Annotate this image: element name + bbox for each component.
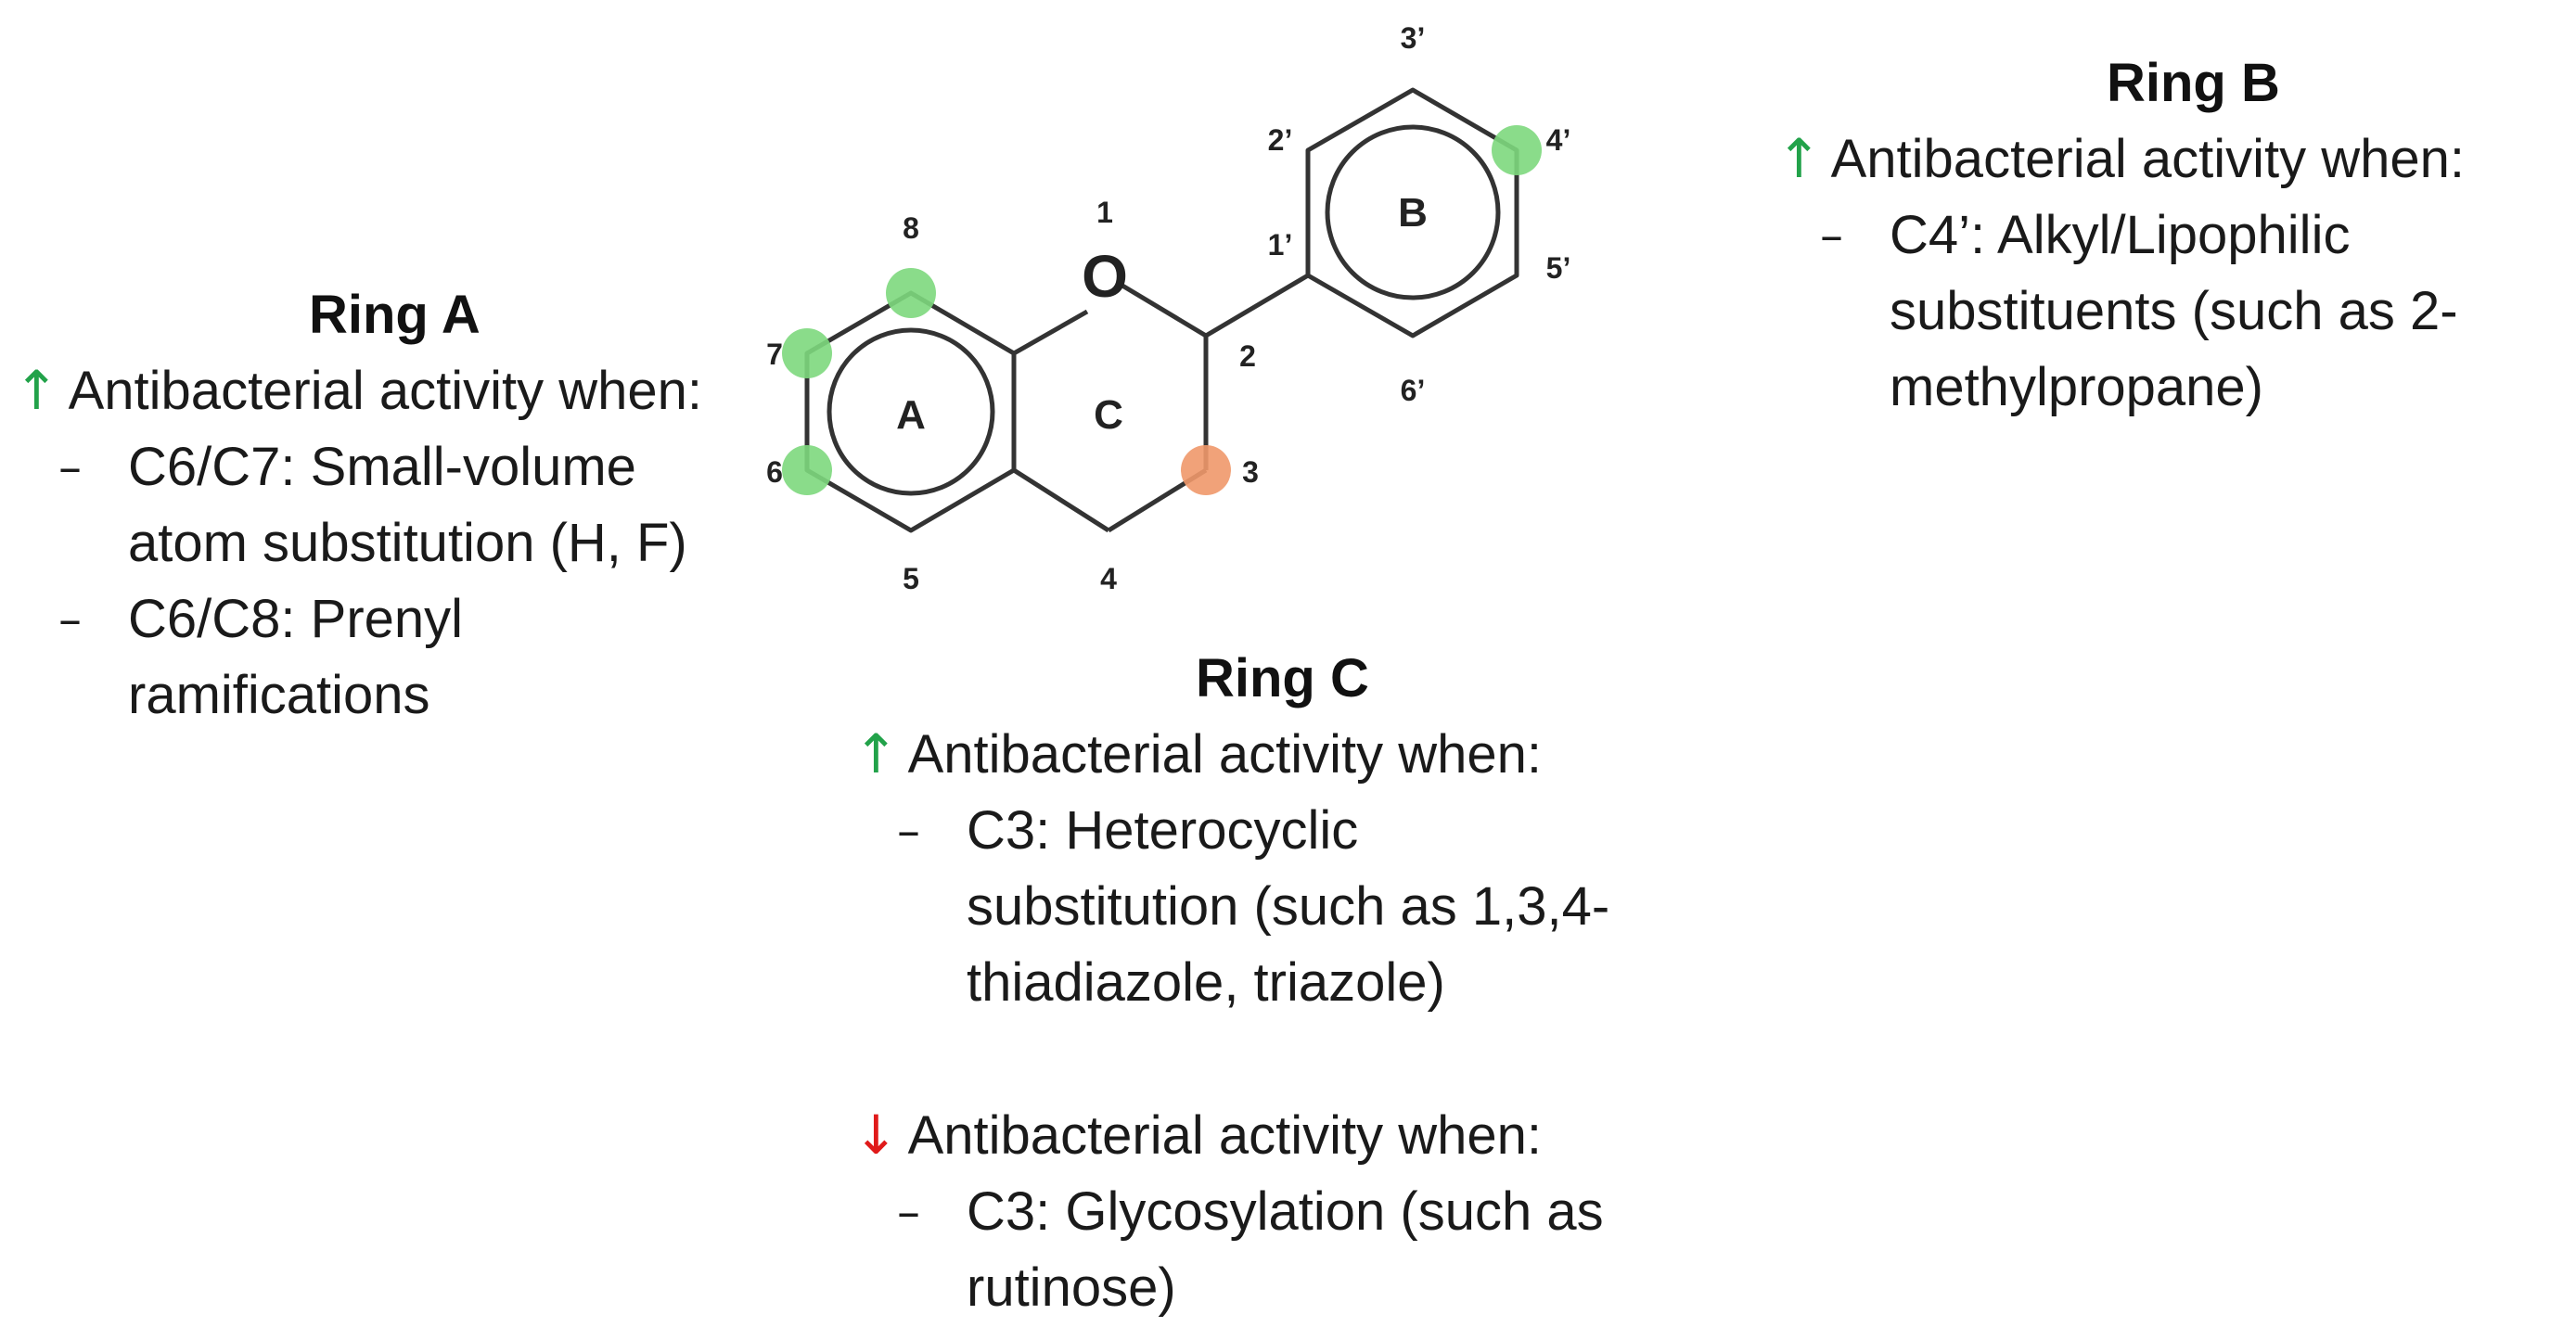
ring-c-decrease-heading: ↓Antibacterial activity when:	[853, 1097, 1609, 1174]
ring-c-increase-heading: ↑Antibacterial activity when:	[853, 716, 1609, 793]
dash-icon: –	[897, 1185, 920, 1239]
marker-c6	[782, 445, 832, 495]
atom-number-5p: 5’	[1546, 251, 1571, 285]
increase-arrow-icon: ↑	[14, 359, 59, 422]
ring-c-increase-heading-text: Antibacterial activity when:	[907, 724, 1543, 785]
ring-a-label: A	[896, 392, 926, 438]
list-item-line: rutinose)	[967, 1257, 1176, 1318]
oxygen-atom-label: O	[1082, 243, 1128, 310]
ring-a-heading-text: Antibacterial activity when:	[68, 361, 703, 421]
dash-icon: –	[1820, 209, 1843, 262]
list-item-line: C6/C8: Prenyl	[128, 589, 464, 649]
marker-c4p	[1492, 125, 1542, 175]
ring-a-heading: ↑Antibacterial activity when:	[14, 352, 702, 429]
marker-c8	[886, 268, 936, 318]
list-item: – C6/C7: Small-volume atom substitution …	[58, 429, 702, 581]
list-item-line: C6/C7: Small-volume	[128, 437, 636, 497]
bond-c2-c1p	[1204, 273, 1310, 338]
decrease-arrow-icon: ↓	[853, 1104, 899, 1167]
bond-c4-4a	[1012, 467, 1110, 533]
ring-b-heading: ↑Antibacterial activity when:	[1776, 121, 2465, 198]
list-item: – C3: Heterocyclic substitution (such as…	[897, 793, 1610, 1021]
ring-c-decrease-heading-text: Antibacterial activity when:	[907, 1105, 1543, 1166]
atom-number-1: 1	[1096, 196, 1113, 229]
atom-number-2: 2	[1239, 339, 1256, 373]
ring-c-title: Ring C	[1196, 648, 1369, 708]
ring-a-panel: Ring A ↑Antibacterial activity when: – C…	[14, 278, 702, 734]
bond-o1-c2	[1121, 283, 1208, 338]
ring-a-list: – C6/C7: Small-volume atom substitution …	[58, 429, 702, 734]
list-item-line: substitution (such as 1,3,4-	[967, 876, 1610, 937]
dash-icon: –	[58, 593, 82, 646]
atom-number-3p: 3’	[1401, 21, 1426, 55]
list-item-line: C3: Heterocyclic	[967, 800, 1359, 861]
list-item-line: substituents (such as 2-	[1890, 281, 2458, 341]
ring-c-decrease-list: – C3: Glycosylation (such as rutinose)	[897, 1174, 1609, 1326]
list-item-line: methylpropane)	[1890, 357, 2263, 417]
atom-number-6: 6	[766, 455, 783, 489]
list-item-line: ramifications	[128, 665, 430, 725]
atom-number-3: 3	[1242, 455, 1259, 489]
ring-a-aromatic-circle	[827, 327, 995, 496]
atom-number-4p: 4’	[1546, 123, 1571, 157]
ring-b-heading-text: Antibacterial activity when:	[1830, 129, 2466, 189]
atom-number-1p: 1’	[1268, 228, 1293, 262]
marker-c3	[1181, 445, 1231, 495]
ring-b-aromatic-circle	[1325, 124, 1501, 300]
bond-8a-o1	[1012, 309, 1089, 356]
atom-number-2p: 2’	[1268, 123, 1293, 157]
atom-number-5: 5	[903, 562, 919, 595]
list-item-line: C4’: Alkyl/Lipophilic	[1890, 205, 2351, 265]
ring-c-increase-list: – C3: Heterocyclic substitution (such as…	[897, 793, 1610, 1021]
list-item: – C6/C8: Prenyl ramifications	[58, 581, 702, 734]
atom-number-4: 4	[1100, 562, 1117, 595]
ring-b-label: B	[1398, 190, 1428, 236]
ring-c-panel: Ring C ↑Antibacterial activity when: – C…	[853, 642, 1609, 1326]
ring-a-title: Ring A	[309, 285, 481, 345]
increase-arrow-icon: ↑	[1776, 127, 1822, 190]
atom-number-7: 7	[766, 338, 783, 371]
dash-icon: –	[58, 440, 82, 494]
ring-c-label: C	[1094, 392, 1123, 438]
list-item-line: C3: Glycosylation (such as	[967, 1181, 1604, 1242]
list-item: – C3: Glycosylation (such as rutinose)	[897, 1174, 1609, 1326]
dash-icon: –	[897, 804, 920, 858]
atom-number-8: 8	[903, 211, 919, 245]
ring-b-list: – C4’: Alkyl/Lipophilic substituents (su…	[1820, 198, 2465, 426]
marker-c7	[782, 328, 832, 378]
list-item: – C4’: Alkyl/Lipophilic substituents (su…	[1820, 198, 2465, 426]
list-item-line: thiadiazole, triazole)	[967, 952, 1445, 1013]
increase-arrow-icon: ↑	[853, 722, 899, 785]
ring-b-title: Ring B	[2107, 53, 2280, 113]
list-item-line: atom substitution (H, F)	[128, 513, 687, 573]
atom-number-6p: 6’	[1401, 374, 1426, 407]
ring-b-panel: Ring B ↑Antibacterial activity when: – C…	[1776, 46, 2465, 426]
